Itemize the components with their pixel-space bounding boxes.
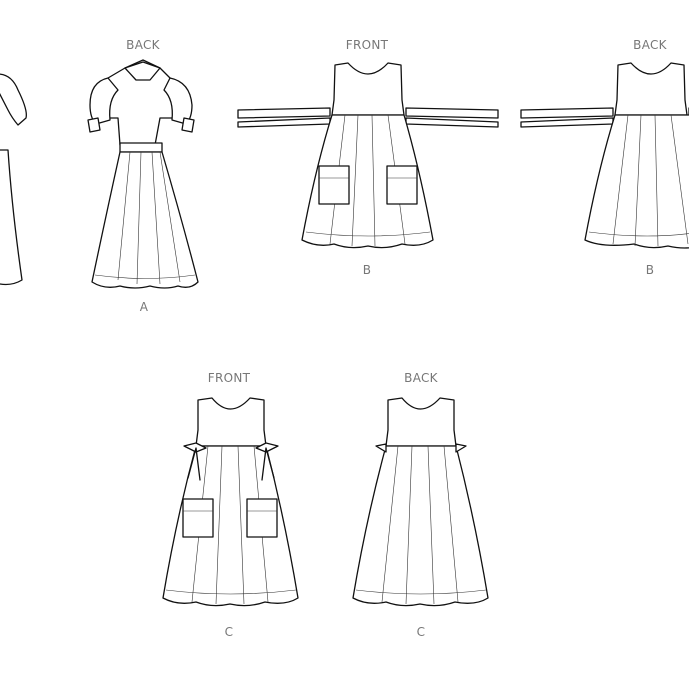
view-label: BACK <box>126 38 160 52</box>
view-label: BACK <box>404 371 438 385</box>
variant-label: C <box>224 625 234 639</box>
dress-b-front <box>237 62 499 249</box>
dress-c-back <box>352 397 489 607</box>
dress-c-front <box>162 397 299 607</box>
view-label: FRONT <box>345 38 389 52</box>
variant-label: C <box>416 625 426 639</box>
dress-a-front-partial <box>0 73 27 286</box>
dress-a-back <box>87 59 199 289</box>
view-label: BACK <box>633 38 667 52</box>
view-label: FRONT <box>207 371 251 385</box>
variant-label: A <box>139 300 149 314</box>
variant-label: B <box>362 263 372 277</box>
variant-label: B <box>645 263 655 277</box>
dress-b-back <box>520 62 689 249</box>
